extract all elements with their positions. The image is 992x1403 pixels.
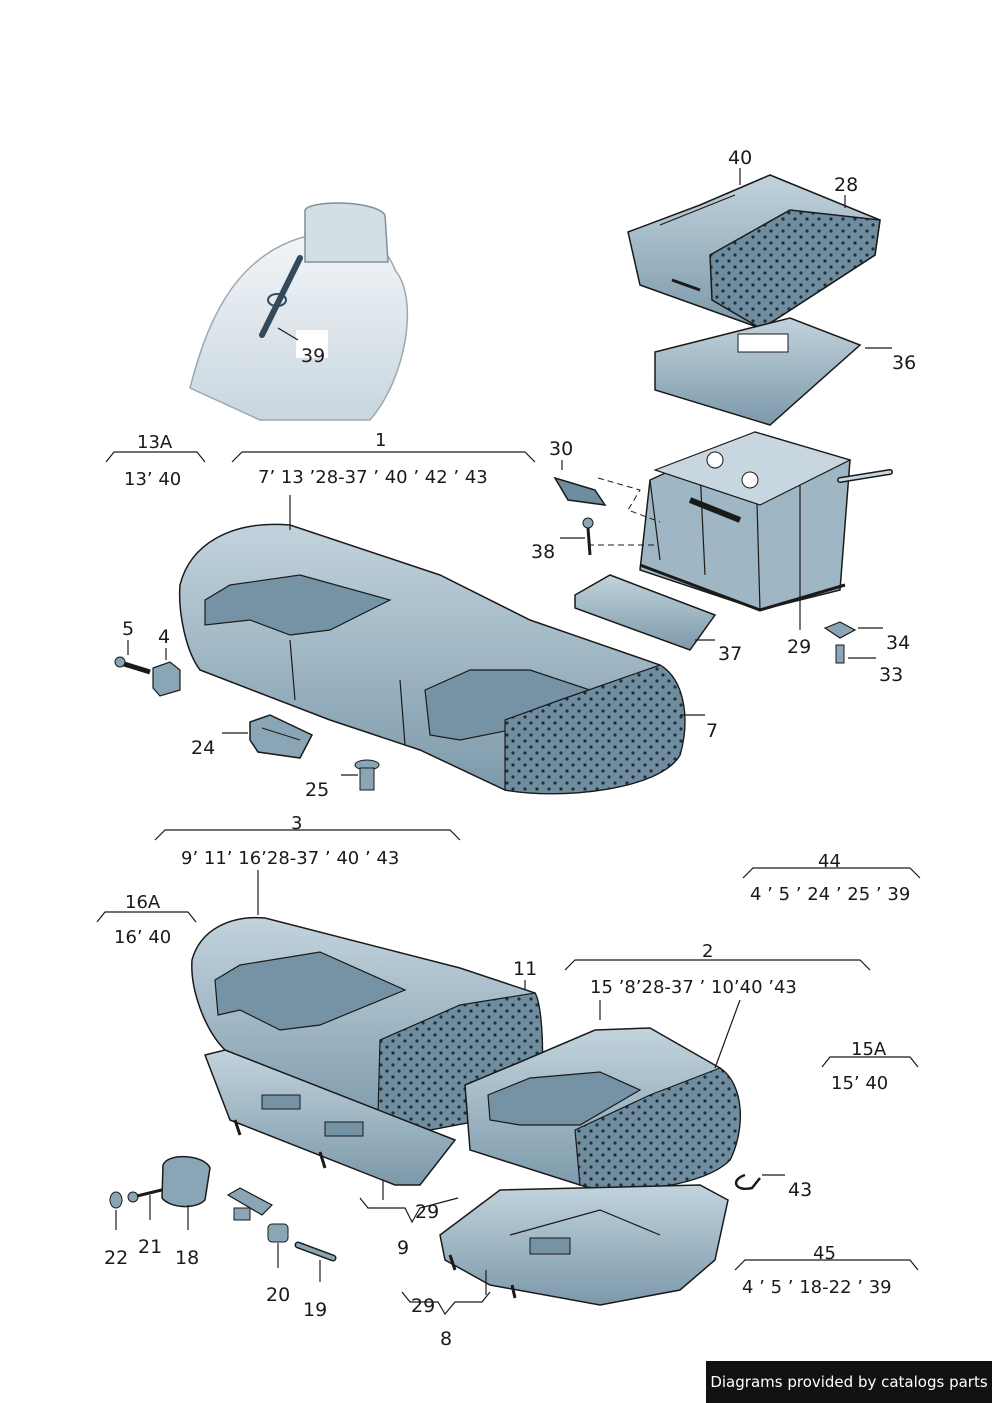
group-3-head: 3 — [291, 813, 303, 834]
callout-33: 33 — [879, 664, 904, 686]
callout-9: 9 — [397, 1237, 410, 1259]
cover-37-part — [574, 574, 717, 651]
bushing-20-part — [267, 1223, 289, 1243]
callout-29-right: 29 — [411, 1295, 436, 1317]
callout-11: 11 — [513, 958, 538, 980]
top-cushion-part — [627, 174, 881, 329]
callout-39: 39 — [301, 345, 326, 367]
group-13a-refs: 13’ 40 — [124, 469, 182, 490]
cover-18-part — [161, 1155, 211, 1208]
group-16a-refs: 16’ 40 — [114, 927, 172, 948]
left-base-plate-part — [203, 1049, 457, 1186]
group-13a-head: 13A — [137, 432, 173, 453]
callout-29-frame: 29 — [787, 636, 812, 658]
group-1-refs: 7’ 13 ’28-37 ’ 40 ’ 42 ’ 43 — [258, 467, 488, 488]
callout-25: 25 — [305, 779, 330, 801]
group-3-refs: 9’ 11’ 16’28-37 ’ 40 ’ 43 — [181, 848, 400, 869]
callout-4: 4 — [158, 626, 171, 648]
group-15a-refs: 15’ 40 — [831, 1073, 889, 1094]
right-base-plate-part — [439, 1184, 729, 1306]
left-seat-cushion-part — [191, 916, 544, 1131]
leader-lines — [115, 168, 892, 1295]
seat-frame-mechanism-part — [639, 431, 893, 612]
clip-34-part — [823, 621, 857, 639]
callout-8: 8 — [440, 1328, 453, 1350]
cap-22-part — [109, 1191, 123, 1209]
callout-38: 38 — [531, 541, 556, 563]
bracket-4-part — [152, 661, 181, 697]
group-2-refs: 15 ’8’28-37 ’ 10’40 ’43 — [590, 977, 797, 998]
right-seat-cushion-part — [464, 1027, 741, 1191]
group-44-refs: 4 ’ 5 ’ 24 ’ 25 ’ 39 — [750, 884, 911, 905]
group-16a-head: 16A — [125, 892, 161, 913]
callout-7: 7 — [706, 720, 719, 742]
screw-38-part — [582, 517, 594, 556]
pin-19-part — [294, 1241, 337, 1262]
callout-28: 28 — [834, 174, 859, 196]
group-45-head: 45 — [813, 1243, 836, 1264]
group-2-head: 2 — [702, 941, 714, 962]
callout-19: 19 — [303, 1299, 328, 1321]
callout-37: 37 — [718, 643, 743, 665]
callout-30: 30 — [549, 438, 574, 460]
group-44-head: 44 — [818, 851, 841, 872]
bolt-5-part — [114, 656, 151, 675]
callout-29-left: 29 — [415, 1201, 440, 1223]
callout-40: 40 — [728, 147, 753, 169]
release-handle-part — [553, 476, 661, 546]
callout-24: 24 — [191, 737, 216, 759]
attribution-banner: Diagrams provided by catalogs parts — [706, 1361, 992, 1403]
hinge-part — [226, 1187, 273, 1221]
seat-base-plate-part — [654, 317, 862, 426]
grommet-24-part — [249, 714, 314, 759]
callout-5: 5 — [122, 618, 135, 640]
screw-21-part — [127, 1184, 179, 1203]
group-15a-head: 15A — [851, 1039, 887, 1060]
group-45-refs: 4 ’ 5 ’ 18-22 ’ 39 — [742, 1277, 892, 1298]
group-brackets — [96, 451, 921, 1316]
clip-43-part — [734, 1173, 761, 1191]
callout-36: 36 — [892, 352, 917, 374]
callout-18: 18 — [175, 1247, 200, 1269]
group-1-head: 1 — [375, 430, 387, 451]
seat-back-ghost-illustration — [189, 202, 409, 421]
plug-25-part — [354, 759, 380, 791]
rear-bench-seat-part — [178, 523, 686, 795]
bolt-33-part — [835, 644, 845, 664]
callout-22: 22 — [104, 1247, 129, 1269]
callout-21: 21 — [138, 1236, 163, 1258]
callout-43: 43 — [788, 1179, 813, 1201]
callout-34: 34 — [886, 632, 911, 654]
callout-20: 20 — [266, 1284, 291, 1306]
